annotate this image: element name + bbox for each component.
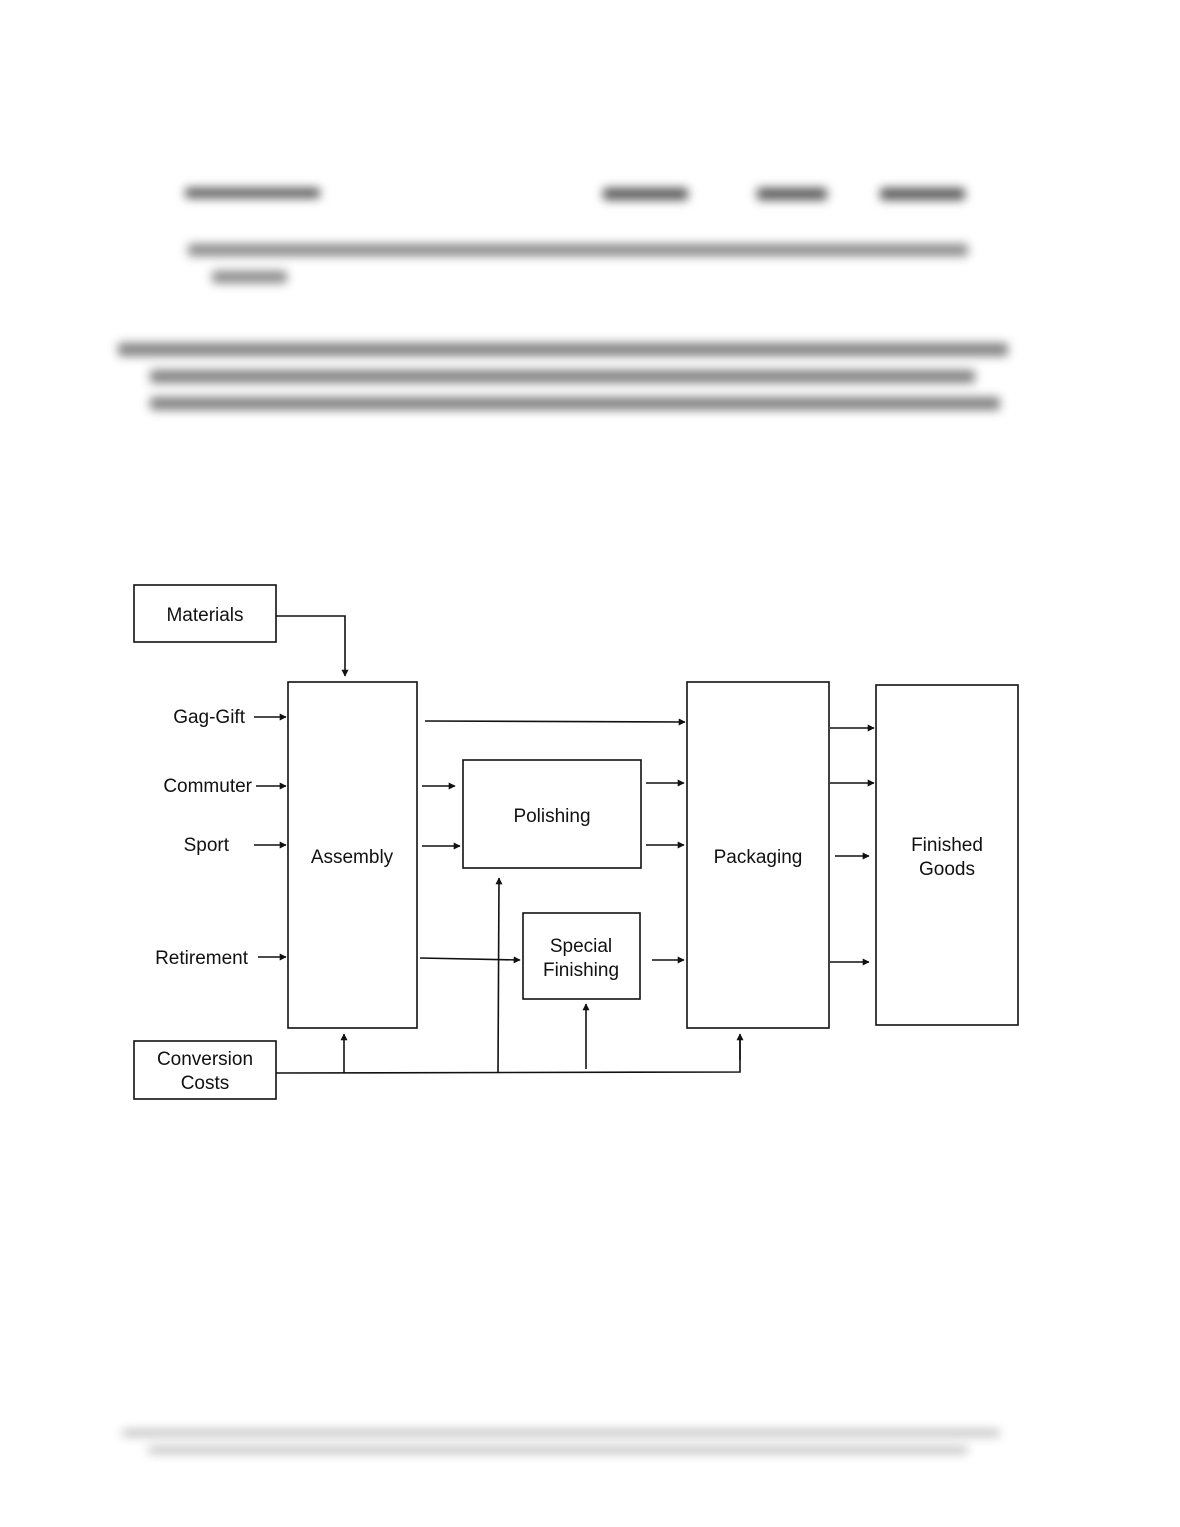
finished-goods-label-line2: Goods	[919, 859, 975, 880]
blurred-footer-line	[148, 1447, 968, 1453]
blurred-paragraph-line	[118, 343, 1008, 356]
materials-arrow	[276, 615, 349, 677]
retirement-label: Retirement	[155, 948, 249, 969]
blurred-table-label	[185, 188, 320, 198]
special-finishing-label-line2: Finishing	[543, 960, 619, 981]
conversion-costs-line	[275, 1035, 741, 1074]
gag-gift-label: Gag-Gift	[173, 707, 246, 728]
finished-goods-box	[875, 684, 1019, 1026]
commuter-label: Commuter	[163, 776, 252, 797]
assembly-to-packaging-arrow	[424, 718, 686, 726]
blurred-paragraph-line	[150, 370, 975, 383]
assembly-label: Assembly	[311, 847, 394, 868]
assembly-to-special-finishing-arrow	[419, 956, 521, 964]
blurred-table-value	[603, 188, 688, 200]
blurred-table-value	[757, 188, 827, 200]
packaging-box	[686, 681, 830, 1029]
polishing-label: Polishing	[513, 806, 590, 827]
conversion-costs-label-line1: Conversion	[157, 1049, 253, 1070]
special-finishing-box	[522, 912, 641, 1000]
conversion-to-polishing-arrow	[495, 877, 503, 1074]
blurred-footnote-line	[212, 271, 287, 283]
materials-label: Materials	[166, 605, 243, 626]
blurred-footnote-line	[188, 244, 968, 256]
materials-box	[133, 584, 277, 643]
sport-label: Sport	[184, 835, 230, 856]
assembly-box	[287, 681, 418, 1029]
finished-goods-label-line1: Finished	[911, 835, 983, 856]
special-finishing-label-line1: Special	[550, 936, 612, 957]
blurred-paragraph-line	[150, 397, 1000, 410]
packaging-label: Packaging	[714, 847, 803, 868]
conversion-costs-label-line2: Costs	[181, 1073, 230, 1094]
blurred-table-value	[880, 188, 965, 200]
polishing-box	[462, 759, 642, 869]
blurred-footer-line	[122, 1430, 1000, 1436]
conversion-costs-box	[133, 1040, 277, 1100]
